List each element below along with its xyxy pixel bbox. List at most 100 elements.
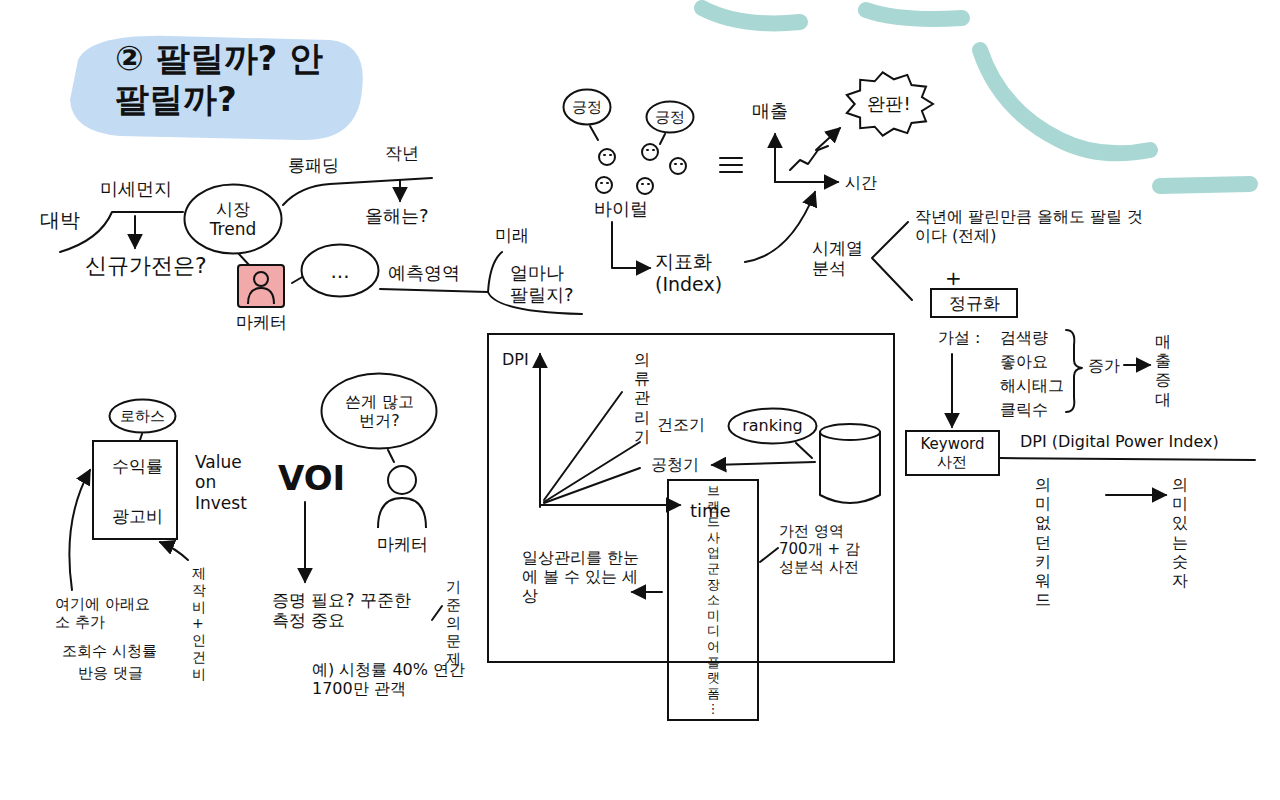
- note-text: 여기에 아래요소 추가: [55, 595, 155, 631]
- process-box: 정규화: [930, 288, 1018, 318]
- chart-line: [544, 392, 622, 500]
- node-text: 마케터: [225, 312, 297, 332]
- outline-part: [847, 72, 933, 135]
- chart-line: [544, 442, 640, 502]
- node-text: 의류 관리기: [634, 350, 650, 446]
- note-text: 의미있는 숫자: [1172, 475, 1188, 590]
- outline-part: [728, 409, 816, 444]
- note-text: 바이럴: [594, 198, 648, 220]
- right-arrow: [1106, 494, 1166, 496]
- title-blob: [70, 36, 363, 140]
- outline-part: [378, 498, 426, 528]
- equiv-sign: [720, 158, 742, 172]
- chart-axis: [539, 354, 541, 507]
- node-text: Keyword 사전: [920, 435, 984, 471]
- note-text: 미래: [495, 225, 529, 245]
- note-text: 작년: [385, 143, 419, 163]
- chart-axis: [774, 134, 776, 182]
- note-text: 대박: [40, 208, 80, 232]
- curly-brace: [1066, 330, 1082, 412]
- note-text: 시계열 분석: [812, 238, 868, 279]
- database-cylinder: [820, 424, 880, 503]
- note-text: 미세먼지: [100, 178, 172, 200]
- forecast-branch: [488, 252, 502, 292]
- outline-part: [564, 90, 611, 125]
- burst-shape: 완판!: [843, 70, 935, 138]
- speech-bubble: ...: [300, 243, 380, 298]
- frame-box: DPI의류 관리기건조기공청기time가전 영역 700개 + 감성분석 사전일…: [487, 333, 895, 663]
- note-text: 의미없던 키워드: [1035, 475, 1051, 609]
- outline-part: [109, 400, 175, 433]
- trend-line: [283, 178, 432, 205]
- node-text: 수익률: [94, 456, 180, 476]
- node-text: 가전 영역 700개 + 감성분석 사전: [779, 522, 871, 576]
- note-text: 증명 필요? 꾸준한 측정 중요: [272, 590, 432, 631]
- process-box: Keyword 사전: [905, 430, 1000, 476]
- note-text: 좋아요: [1000, 352, 1048, 371]
- forecast-line: [380, 289, 488, 292]
- note-text: 기준의 문제: [446, 578, 461, 668]
- speech-bubble: 긍정: [645, 100, 695, 134]
- text-wrap: 로하스: [120, 407, 165, 425]
- sales-line: [790, 146, 828, 170]
- note-text: 예측영역: [388, 262, 460, 284]
- note-text: 얼마나 팔릴지?: [510, 262, 582, 305]
- node-text: 정규화: [949, 293, 1000, 313]
- note-text: 시간: [845, 173, 877, 192]
- outline-part: [254, 272, 268, 286]
- text-wrap: ranking: [742, 416, 803, 435]
- note-text: 가설 :: [938, 328, 980, 347]
- note-text: 올해는?: [365, 205, 429, 227]
- note-text: 지표화 (Index): [655, 250, 741, 296]
- bubble-tail: [796, 443, 812, 458]
- outline-part: [248, 288, 274, 304]
- note-text: 롱패딩: [288, 155, 339, 175]
- node-text: 쓴게 많고 번거?: [339, 392, 419, 430]
- note-text: 조회수 시청률: [62, 642, 157, 660]
- node-text: ...: [330, 259, 349, 283]
- split-bracket: [872, 222, 912, 300]
- text-wrap: 긍정: [655, 108, 685, 126]
- down-arrow: [304, 502, 306, 582]
- outline-part: [185, 185, 282, 254]
- note-text: +: [945, 266, 962, 290]
- faces: [596, 144, 686, 194]
- chart-axis: [775, 181, 838, 183]
- trend-bubble: 시장 Trend: [183, 183, 283, 255]
- text-wrap: ...: [330, 259, 349, 283]
- node-text: 일상관리를 한눈에 볼 수 있는 세상: [522, 548, 642, 606]
- chart-line: [544, 468, 640, 503]
- note-text: 매출 증대: [1155, 332, 1171, 409]
- left-arrow: [712, 462, 815, 465]
- note-text: DPI (Digital Power Index): [1020, 432, 1219, 451]
- leader-line: [432, 606, 442, 620]
- node-text: DPI: [502, 350, 529, 369]
- note-text: 증가: [1088, 356, 1120, 375]
- node-text: 긍정: [572, 98, 602, 116]
- teal-strokes: [702, 8, 1250, 186]
- note-text: 클릭수: [1000, 400, 1048, 419]
- note-text: 예) 시청률 40% 연간 1700만 관객: [312, 660, 502, 698]
- note-text: 작년에 팔린만큼 올해도 팔릴 것이다 (전제): [915, 207, 1145, 245]
- cost-arrow: [160, 542, 188, 560]
- dpi-line: [1000, 458, 1255, 460]
- node-text: 마케터: [372, 534, 432, 554]
- down-arrow: [951, 354, 953, 427]
- text-wrap: 완판!: [867, 93, 910, 115]
- index-arrow: [612, 222, 650, 268]
- text-wrap: 정규화: [949, 293, 1000, 313]
- sketch-ink: [60, 126, 1255, 620]
- chart-axis: [540, 504, 680, 506]
- add-arrow: [69, 470, 90, 590]
- outline-part: [322, 374, 437, 449]
- text-wrap: Keyword 사전: [920, 435, 984, 471]
- text-wrap: 시장 Trend: [210, 199, 257, 240]
- bubble-tail: [590, 126, 598, 140]
- note-text: 반응 댓글: [78, 664, 143, 682]
- note-text: VOI: [278, 458, 345, 499]
- node-text: 건조기: [657, 415, 705, 434]
- down-arrow: [134, 216, 136, 248]
- speech-bubble: ranking: [727, 407, 818, 445]
- link-line: [760, 548, 778, 562]
- speech-bubble: 긍정: [562, 88, 612, 126]
